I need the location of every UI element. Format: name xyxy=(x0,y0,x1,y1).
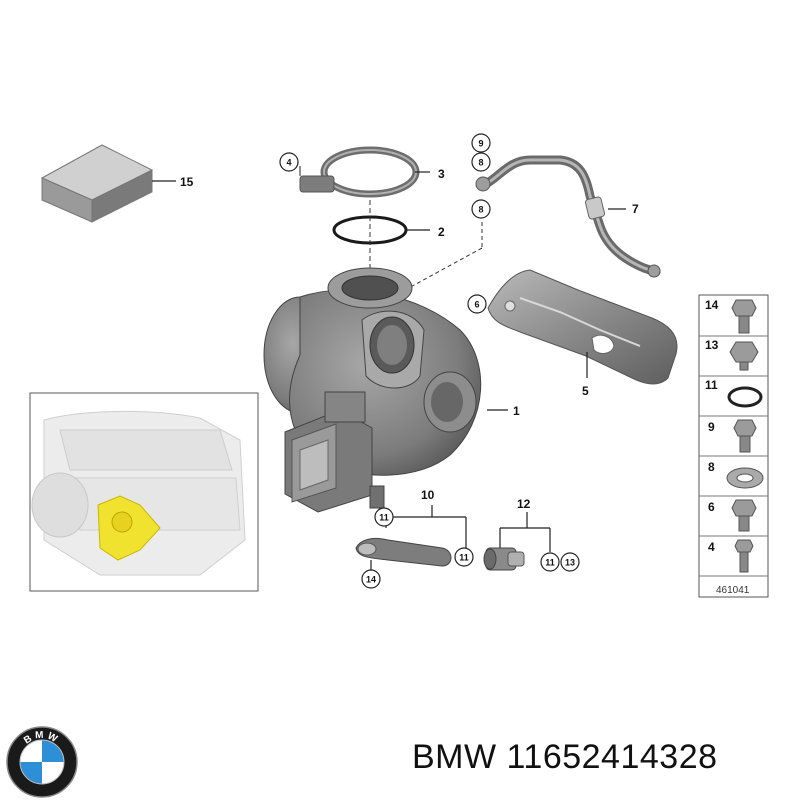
part-3-clamp xyxy=(299,146,430,198)
part-1-turbocharger xyxy=(263,267,508,513)
part-12-connector xyxy=(483,512,551,571)
banjo-bolt-9-icon xyxy=(733,419,757,453)
svg-text:11: 11 xyxy=(379,513,389,523)
callout-13: 13 xyxy=(560,552,580,572)
part-10-drain-pipe xyxy=(355,505,467,570)
ref-1: 1 xyxy=(513,404,520,418)
legend-label-11: 11 xyxy=(705,378,718,392)
svg-text:BMW: BMW xyxy=(22,730,62,747)
legend-label-4: 4 xyxy=(708,540,715,554)
ref-12: 12 xyxy=(517,497,531,511)
legend-label-13: 13 xyxy=(705,338,719,352)
ref-5: 5 xyxy=(582,384,589,398)
svg-text:11: 11 xyxy=(545,558,555,568)
svg-text:14: 14 xyxy=(366,575,376,585)
legend-label-14: 14 xyxy=(705,298,719,312)
ref-10: 10 xyxy=(421,488,435,502)
callout-8-upper: 8 xyxy=(471,152,491,172)
svg-text:6: 6 xyxy=(474,300,479,310)
bolt-6-icon xyxy=(731,499,757,532)
svg-text:11: 11 xyxy=(459,553,469,563)
ref-15: 15 xyxy=(180,175,194,189)
engine-inset xyxy=(29,392,259,592)
svg-text:8: 8 xyxy=(478,205,483,215)
legend-label-8: 8 xyxy=(708,460,715,474)
callout-11-middle: 11 xyxy=(454,547,474,567)
callout-6: 6 xyxy=(467,294,487,314)
bolt-14-icon xyxy=(731,299,757,334)
legend-label-6: 6 xyxy=(708,500,715,514)
svg-text:8: 8 xyxy=(478,158,483,168)
bolt-4-icon xyxy=(734,539,754,573)
ref-7: 7 xyxy=(632,202,639,216)
illustration-code: 461041 xyxy=(716,585,750,596)
washer-8-icon xyxy=(726,467,764,489)
ref-3: 3 xyxy=(438,167,445,181)
svg-text:9: 9 xyxy=(478,139,483,149)
svg-text:4: 4 xyxy=(286,158,291,168)
callout-9: 9 xyxy=(471,133,491,153)
callout-8-lower: 8 xyxy=(471,199,491,219)
callout-4: 4 xyxy=(279,152,299,172)
fastener-legend: 14 13 11 9 8 6 4 xyxy=(698,294,769,598)
callout-11-left: 11 xyxy=(374,507,394,527)
part-2-gasket xyxy=(332,215,430,245)
part-7-oil-line xyxy=(475,155,661,278)
part-5-heat-shield xyxy=(487,269,678,385)
legend-label-9: 9 xyxy=(708,420,715,434)
plug-13-icon xyxy=(729,341,759,371)
callout-14: 14 xyxy=(361,569,381,589)
ref-2: 2 xyxy=(438,225,445,239)
part-15-box xyxy=(40,144,176,223)
o-ring-11-icon xyxy=(727,386,763,408)
callout-11-right: 11 xyxy=(540,552,560,572)
part-number-caption: BMW 11652414328 xyxy=(412,738,718,776)
svg-text:13: 13 xyxy=(565,558,575,568)
bmw-logo-icon: BMW xyxy=(6,726,78,798)
